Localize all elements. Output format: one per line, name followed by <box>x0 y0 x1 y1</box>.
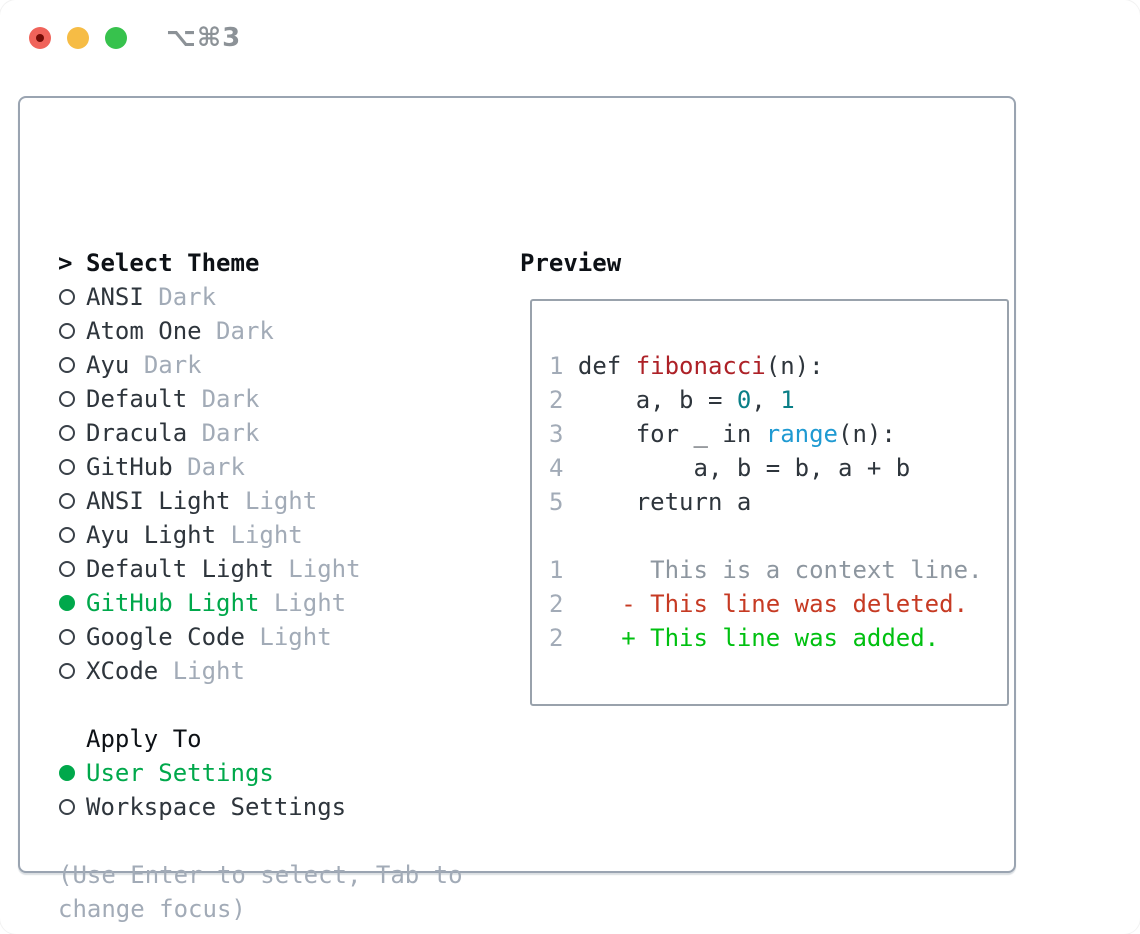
radio-icon[interactable] <box>59 663 75 679</box>
preview-header: Preview <box>520 249 622 277</box>
theme-option-row[interactable]: XCode Light <box>58 654 361 688</box>
code-line: 1 This is a context line. <box>549 556 983 584</box>
theme-option-row[interactable]: Ayu Light Light <box>58 518 361 552</box>
theme-variant-label: Light <box>244 487 318 515</box>
theme-list-header: > Select Theme <box>58 246 361 280</box>
theme-variant-label: Dark <box>158 283 217 311</box>
apply-to-title: Apply To <box>86 725 202 753</box>
apply-option-row[interactable]: Workspace Settings <box>58 790 346 824</box>
code-line <box>549 519 982 553</box>
theme-name: Default Light <box>86 555 274 583</box>
close-button[interactable] <box>29 27 51 49</box>
code-line: 3 for _ in range(n): <box>549 420 896 448</box>
radio-icon[interactable] <box>59 357 75 373</box>
theme-option-row[interactable]: Default Dark <box>58 382 361 416</box>
theme-name: Atom One <box>86 317 202 345</box>
code-line: 2 - This line was deleted. <box>549 590 969 618</box>
code-line: 4 a, b = b, a + b <box>549 454 911 482</box>
prompt-icon: > <box>58 249 73 277</box>
apply-to-header: Apply To <box>58 722 346 756</box>
theme-variant-label: Light <box>288 555 361 583</box>
theme-option-row[interactable]: Ayu Dark <box>58 348 361 382</box>
keyboard-hint: (Use Enter to select, Tab to change focus… <box>58 858 463 926</box>
theme-option-row[interactable]: Atom One Dark <box>58 314 361 348</box>
hint-line: change focus) <box>58 895 246 923</box>
theme-variant-label: Dark <box>201 385 260 413</box>
theme-name: Google Code <box>86 623 245 651</box>
radio-icon[interactable] <box>59 493 75 509</box>
theme-list: > Select Theme ANSI Dark Atom One Dark Ay… <box>58 246 361 688</box>
theme-variant-label: Dark <box>187 453 245 481</box>
code-line: 5 return a <box>549 488 752 516</box>
theme-name: Ayu <box>86 351 130 379</box>
code-line: 2 + This line was added. <box>549 624 940 652</box>
radio-icon[interactable] <box>59 765 75 781</box>
code-line: 1 def fibonacci(n): <box>549 352 824 380</box>
theme-name: ANSI <box>86 283 144 311</box>
theme-option-row[interactable]: Default Light Light <box>58 552 361 586</box>
theme-variant-label: Light <box>230 521 303 549</box>
theme-name: GitHub Light <box>86 589 260 617</box>
theme-name: GitHub <box>86 453 173 481</box>
theme-option-row[interactable]: GitHub Dark <box>58 450 361 484</box>
theme-name: Default <box>86 385 188 413</box>
theme-variant-label: Light <box>259 623 332 651</box>
code-preview: 1 def fibonacci(n): 2 a, b = 0, 1 3 for _ … <box>549 349 982 655</box>
window-title: ⌥⌘3 <box>166 23 242 53</box>
apply-option-label: Workspace Settings <box>86 793 347 821</box>
radio-icon[interactable] <box>59 391 75 407</box>
theme-name: ANSI Light <box>86 487 231 515</box>
theme-name: XCode <box>86 657 159 685</box>
theme-option-row[interactable]: Google Code Light <box>58 620 361 654</box>
radio-icon[interactable] <box>59 459 75 475</box>
theme-variant-label: Dark <box>143 351 202 379</box>
theme-variant-label: Dark <box>216 317 274 345</box>
radio-icon[interactable] <box>59 799 75 815</box>
theme-variant-label: Dark <box>201 419 260 447</box>
theme-option-row[interactable]: Dracula Dark <box>58 416 361 450</box>
code-line: 2 a, b = 0, 1 <box>549 386 795 414</box>
theme-dialog-panel: > Select Theme ANSI Dark Atom One Dark Ay… <box>18 96 1016 923</box>
zoom-button[interactable] <box>105 27 127 49</box>
radio-icon[interactable] <box>59 527 75 543</box>
preview-pane: 1 def fibonacci(n): 2 a, b = 0, 1 3 for _ … <box>530 299 1009 706</box>
theme-name: Dracula <box>86 419 188 447</box>
theme-option-row[interactable]: ANSI Dark <box>58 280 361 314</box>
theme-option-row[interactable]: GitHub Light Light <box>58 586 361 620</box>
select-theme-title: Select Theme <box>86 249 260 277</box>
theme-option-row[interactable]: ANSI Light Light <box>58 484 361 518</box>
theme-name: Ayu Light <box>86 521 217 549</box>
radio-icon[interactable] <box>59 595 75 611</box>
theme-variant-label: Light <box>273 589 347 617</box>
apply-option-label: User Settings <box>86 759 274 787</box>
minimize-button[interactable] <box>67 27 89 49</box>
hint-line: (Use Enter to select, Tab to <box>58 861 463 889</box>
apply-option-row[interactable]: User Settings <box>58 756 346 790</box>
radio-icon[interactable] <box>59 323 75 339</box>
radio-icon[interactable] <box>59 629 75 645</box>
radio-icon[interactable] <box>59 289 75 305</box>
radio-icon[interactable] <box>59 425 75 441</box>
record-dot-icon <box>36 34 44 42</box>
theme-variant-label: Light <box>172 657 245 685</box>
radio-icon[interactable] <box>59 561 75 577</box>
apply-to-group: Apply To User Settings Workspace Setting… <box>58 722 346 824</box>
